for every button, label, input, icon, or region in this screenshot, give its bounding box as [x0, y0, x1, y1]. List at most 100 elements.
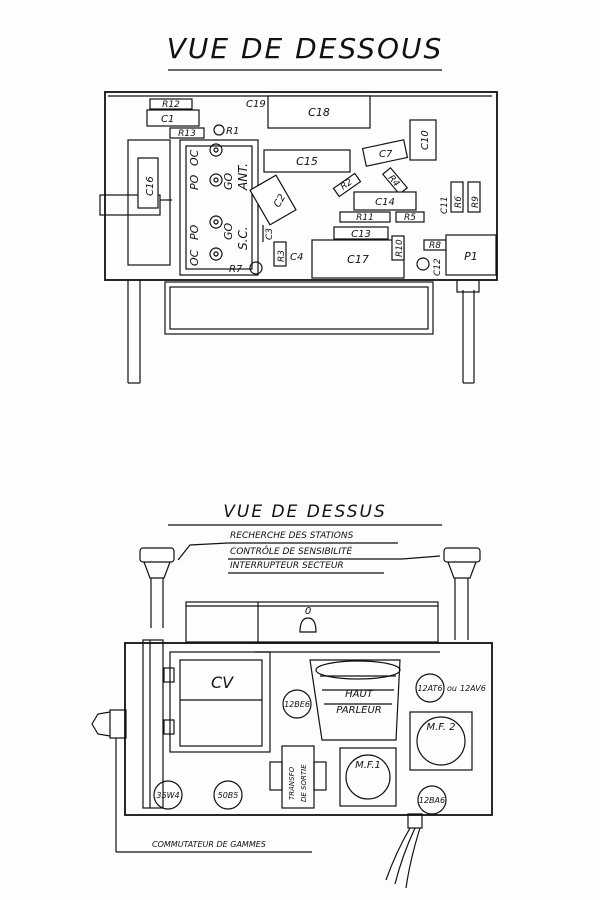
r12-resistor — [149, 98, 193, 110]
tube-50b5-label: 50B5 — [218, 791, 239, 800]
r3-label: R3 — [277, 250, 287, 262]
label-controle: CONTRÔLE DE SENSIBILITÉ — [230, 545, 352, 557]
tube-35w4-label: 35W4 — [156, 791, 179, 800]
r5-resistor — [395, 211, 425, 223]
c12-label: C12 — [433, 258, 443, 276]
c7-label: C7 — [379, 149, 393, 160]
label-commutateur: COMMUTATEUR DE GAMMES — [152, 840, 266, 849]
tube-12at6-label: 12AT6 — [417, 684, 442, 693]
mf1-transformer — [339, 747, 397, 807]
c10-capacitor — [409, 119, 437, 161]
c4-label: C4 — [290, 252, 303, 263]
left-knob — [139, 547, 175, 628]
tube-50b5 — [213, 780, 243, 810]
output-transformer — [269, 745, 327, 809]
r7-trimmer — [249, 261, 263, 275]
r6-resistor — [450, 181, 464, 213]
transfo-label-1: TRANSFO — [288, 766, 296, 800]
tube-12be6 — [282, 689, 312, 719]
c1-capacitor — [146, 109, 200, 127]
mf2-label: M.F. 2 — [427, 722, 456, 733]
range-switch-shaft — [109, 709, 127, 739]
right-knob — [443, 547, 481, 640]
switch-go-2: GO — [222, 222, 235, 240]
top-title: VUE DE DESSOUS — [167, 32, 444, 65]
speaker-label-haut: HAUT — [345, 689, 374, 700]
switch-po-1: PO — [188, 174, 201, 190]
r4-resistor — [381, 166, 409, 196]
r10-resistor — [391, 235, 405, 261]
c14-label: C14 — [375, 197, 395, 208]
mains-cord — [385, 813, 423, 889]
c7-capacitor — [361, 139, 409, 167]
transfo-label-2: DE SORTIE — [300, 764, 308, 802]
r8-label: R8 — [429, 241, 441, 251]
c18-label: C18 — [308, 106, 330, 119]
c16-capacitor — [137, 157, 159, 209]
c14-capacitor — [353, 191, 417, 211]
r12-label: R12 — [162, 100, 180, 110]
c11-label: C11 — [440, 196, 450, 214]
c15-label: C15 — [296, 155, 318, 168]
switch-go-1: GO — [222, 172, 235, 190]
c2-capacitor — [249, 174, 297, 226]
mf1-label: M.F.1 — [355, 760, 381, 771]
switch-po-2: PO — [188, 224, 201, 240]
c19-label: C19 — [246, 99, 266, 110]
r9-label: R9 — [471, 196, 481, 208]
r11-resistor — [339, 211, 391, 223]
r10-label: R10 — [395, 239, 405, 257]
switch-oc-2: OC — [188, 249, 201, 266]
cv-tuning-capacitor — [163, 651, 271, 753]
top-chassis — [104, 91, 498, 384]
dial-drum — [142, 639, 164, 809]
c1-label: C1 — [161, 114, 174, 125]
tube-12ba6-label: 12BA6 — [419, 796, 445, 805]
r9-resistor — [467, 181, 481, 213]
c15-capacitor — [263, 149, 351, 173]
dial-scale — [185, 601, 439, 643]
r5-label: R5 — [404, 213, 416, 223]
r2-resistor — [332, 172, 362, 198]
r11-label: R11 — [356, 213, 374, 223]
mf2-transformer — [409, 711, 473, 771]
c13-label: C13 — [351, 229, 371, 240]
r6-label: R6 — [454, 196, 464, 208]
c17-capacitor — [311, 239, 405, 279]
r13-label: R13 — [178, 129, 196, 139]
switch-ant: ANT. — [236, 163, 250, 191]
r3-resistor — [273, 241, 287, 267]
label-interrupteur: INTERRUPTEUR SECTEUR — [230, 561, 344, 571]
bottom-title: VUE DE DESSUS — [223, 502, 387, 522]
cv-label: CV — [211, 673, 234, 692]
c18-capacitor — [267, 95, 371, 129]
label-recherche: RECHERCHE DES STATIONS — [230, 531, 354, 541]
tube-12be6-label: 12BE6 — [284, 700, 310, 709]
c10-label: C10 — [420, 130, 431, 150]
c3-label: C3 — [265, 228, 275, 240]
tube-12at6 — [415, 673, 445, 703]
switch-sc: S.C. — [236, 226, 250, 250]
r1-trimmer — [213, 124, 225, 136]
p1-label: P1 — [464, 250, 478, 263]
tube-12av6-label: 12AV6 — [460, 684, 486, 693]
c12-capacitor — [416, 257, 430, 271]
switch-oc-1: OC — [188, 149, 201, 166]
tube-12ba6 — [417, 785, 447, 815]
c16-label: C16 — [145, 176, 156, 196]
dial-lamp — [299, 617, 317, 633]
tube-ou-label: ou — [447, 684, 457, 693]
loudspeaker — [309, 659, 401, 741]
r13-resistor — [169, 127, 205, 139]
top-range-switch — [99, 139, 259, 276]
c17-label: C17 — [347, 253, 369, 266]
p1-potentiometer — [445, 234, 497, 276]
r1-label: R1 — [226, 126, 239, 137]
scale-zero: 0 — [305, 606, 311, 617]
c13-capacitor — [333, 226, 389, 240]
r7-label: R7 — [229, 264, 243, 275]
speaker-label-parleur: PARLEUR — [336, 705, 381, 716]
tube-35w4 — [153, 780, 183, 810]
